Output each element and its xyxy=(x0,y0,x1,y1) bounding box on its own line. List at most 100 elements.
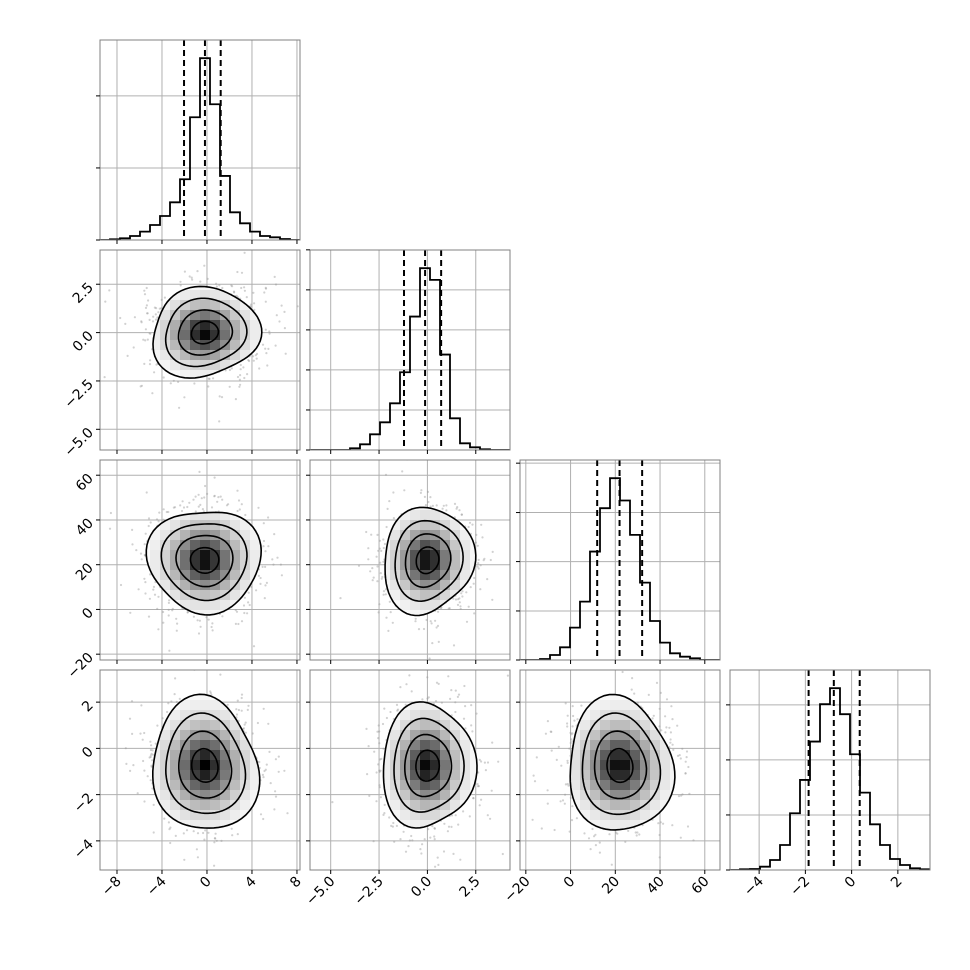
density-cell xyxy=(170,350,181,361)
scatter-point xyxy=(162,508,165,511)
density-cell xyxy=(190,560,201,571)
density-cell xyxy=(170,560,181,571)
scatter-point xyxy=(244,513,247,517)
density-cell xyxy=(430,560,441,571)
scatter-point xyxy=(380,549,383,553)
panel-frame xyxy=(99,249,301,451)
scatter-point xyxy=(439,607,443,610)
scatter-point xyxy=(133,316,136,319)
density-cell xyxy=(220,530,231,541)
scatter-point xyxy=(230,367,233,370)
scatter-point xyxy=(431,504,434,507)
density-cell xyxy=(180,290,191,301)
density-cell xyxy=(400,580,411,591)
density-cell xyxy=(240,580,251,591)
density-cell xyxy=(420,600,431,611)
scatter-point xyxy=(512,532,514,534)
scatter-point xyxy=(476,544,479,547)
scatter-point xyxy=(264,300,267,303)
scatter-point xyxy=(240,503,243,506)
scatter-point xyxy=(384,588,388,591)
density-cell xyxy=(390,580,401,591)
scatter-point xyxy=(248,359,251,363)
density-cell xyxy=(160,310,171,321)
scatter-point xyxy=(376,565,379,568)
scatter-point xyxy=(271,558,274,561)
density-cell xyxy=(210,610,221,615)
scatter-point xyxy=(258,367,261,370)
scatter-point xyxy=(240,286,243,290)
scatter-point xyxy=(376,580,379,583)
scatter-point xyxy=(243,251,246,254)
density-cell xyxy=(200,560,211,571)
scatter-point xyxy=(424,504,427,507)
density-cell xyxy=(180,330,191,341)
scatter-point xyxy=(144,339,147,342)
contour-line xyxy=(384,506,477,617)
scatter-point xyxy=(442,504,445,507)
scatter-point xyxy=(154,313,157,316)
scatter-point xyxy=(162,376,165,379)
scatter-point xyxy=(486,578,489,581)
density-cell xyxy=(410,560,421,571)
scatter-point xyxy=(162,518,165,521)
scatter-point xyxy=(144,592,147,595)
density-cell xyxy=(460,530,471,541)
scatter-point xyxy=(425,618,428,622)
scatter-point xyxy=(367,558,370,561)
density-cell xyxy=(210,512,221,521)
panel-content xyxy=(100,250,300,450)
density-cell xyxy=(410,520,421,531)
scatter-point xyxy=(186,611,189,614)
scatter-point xyxy=(143,577,146,580)
scatter-point xyxy=(385,525,388,529)
scatter-point xyxy=(403,489,406,492)
density-cell xyxy=(230,512,241,521)
density-cell xyxy=(410,590,421,601)
density-cell xyxy=(430,510,441,521)
density-cell xyxy=(390,540,401,551)
scatter-point xyxy=(119,316,122,320)
scatter-point xyxy=(215,285,218,288)
y-tick-label: −2.5 xyxy=(61,376,96,411)
density-cell xyxy=(170,540,181,551)
scatter-point xyxy=(143,293,147,296)
scatter-point xyxy=(131,528,134,532)
scatter-point xyxy=(160,307,163,310)
scatter-point xyxy=(182,506,186,509)
scatter-point xyxy=(252,291,255,294)
density-cell xyxy=(210,300,221,311)
density-cell xyxy=(240,340,251,351)
scatter-point xyxy=(264,584,267,587)
density-cell xyxy=(230,520,241,531)
density-cell xyxy=(430,540,441,551)
density-cell xyxy=(200,580,211,591)
scatter-point xyxy=(196,270,199,273)
density-cell xyxy=(250,340,261,351)
scatter-point xyxy=(247,359,250,362)
histogram-panel-1 xyxy=(96,39,301,244)
scatter-point xyxy=(179,504,182,507)
scatter-point xyxy=(163,296,166,299)
density-cell xyxy=(220,580,231,591)
scatter-point xyxy=(491,598,494,601)
scatter-point xyxy=(104,300,107,303)
scatter-point xyxy=(284,352,287,355)
density-cell xyxy=(230,310,241,321)
density-cell xyxy=(153,330,161,341)
scatter-point xyxy=(382,546,385,550)
density-cell xyxy=(450,560,461,571)
density-cell xyxy=(170,570,181,581)
y-tick-label: −20 xyxy=(65,650,97,682)
density-cell xyxy=(230,320,241,331)
scatter-point xyxy=(246,373,249,376)
scatter-point xyxy=(369,570,372,573)
scatter-point xyxy=(435,504,438,507)
density-cell xyxy=(220,540,231,551)
density-cell xyxy=(240,350,251,361)
density-cell xyxy=(170,320,181,331)
density-cell xyxy=(190,540,201,551)
scatter-point xyxy=(475,533,478,537)
contour-line xyxy=(404,533,452,589)
scatter-point xyxy=(479,588,482,591)
